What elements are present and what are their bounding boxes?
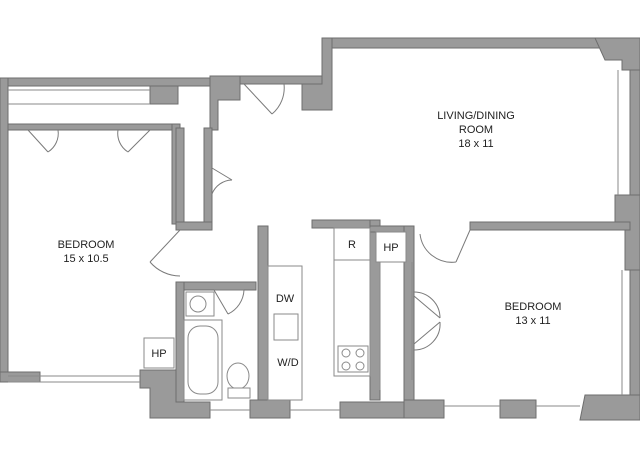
- wall-living-bedroom-right: [469, 221, 631, 231]
- wall-corner-bottom-right: [579, 394, 640, 421]
- door-closet-left-1: [27, 129, 59, 153]
- door-closet-right: [413, 291, 441, 351]
- walls: [0, 37, 640, 421]
- door-bedroom-left: [149, 229, 181, 277]
- wall-right-mid: [614, 194, 640, 271]
- wall-bottom-left: [139, 369, 211, 419]
- hp-center-label: HP: [383, 242, 398, 254]
- wall-top-left: [0, 77, 211, 87]
- toilet: [226, 362, 250, 390]
- wall-top-left-inner: [149, 85, 179, 105]
- hp-left-label: HP: [151, 348, 166, 360]
- wall-bottom-kitchen: [339, 401, 411, 419]
- hp-left-box: [143, 337, 175, 369]
- wall-right-lower: [629, 269, 640, 401]
- wall-living-top: [321, 37, 640, 49]
- wall-bottom-mid: [249, 399, 291, 419]
- wall-right-upper: [629, 69, 640, 201]
- bedroom-left-size: 15 x 10.5: [63, 253, 108, 265]
- wall-left-bottom: [0, 371, 41, 383]
- wall-hall-closet-b: [203, 127, 213, 227]
- wall-hall-closet: [175, 127, 185, 227]
- living-room-name-line2: ROOM: [459, 124, 493, 136]
- door-bath: [213, 289, 245, 315]
- wall-bath-left: [175, 281, 185, 403]
- wall-kitchen-top: [311, 219, 375, 229]
- bedroom-left-name: BEDROOM: [58, 239, 115, 251]
- labels: LIVING/DINING ROOM 18 x 11 BEDROOM 15 x …: [58, 110, 562, 369]
- wall-left: [0, 77, 9, 381]
- kitchen-sink: [273, 313, 299, 341]
- living-room-name-line1: LIVING/DINING: [437, 110, 515, 122]
- washer-dryer-label: W/D: [277, 357, 298, 369]
- bathtub-inner: [187, 325, 219, 395]
- door-entry: [243, 83, 285, 115]
- dishwasher-label: DW: [276, 293, 295, 305]
- wall-mid-top-left: [209, 75, 241, 131]
- refrigerator-box: [333, 227, 371, 261]
- hp-center-box: [375, 231, 407, 263]
- living-room-size: 18 x 11: [458, 138, 493, 150]
- wall-kitchen-left: [257, 225, 269, 403]
- wall-corner-top-right: [594, 37, 640, 71]
- bedroom-right-size: 13 x 11: [515, 315, 550, 327]
- refrigerator-label: R: [348, 239, 356, 251]
- toilet-tank: [227, 387, 251, 399]
- wall-hall-left-bottom: [175, 221, 213, 231]
- wall-bath-top: [175, 281, 257, 291]
- bath-sink-bowl: [189, 295, 207, 313]
- wall-bottom-right: [403, 399, 445, 419]
- door-bedroom-right: [419, 229, 471, 263]
- bedroom-right-name: BEDROOM: [505, 301, 562, 313]
- wall-living-top-left: [301, 37, 333, 111]
- fixtures: [143, 227, 407, 401]
- door-hall-closet: [211, 167, 233, 195]
- doors: [27, 83, 471, 351]
- wall-closet-top: [7, 123, 179, 131]
- wall-bottom-window-pier: [499, 399, 537, 419]
- door-closet-left-2: [117, 129, 151, 153]
